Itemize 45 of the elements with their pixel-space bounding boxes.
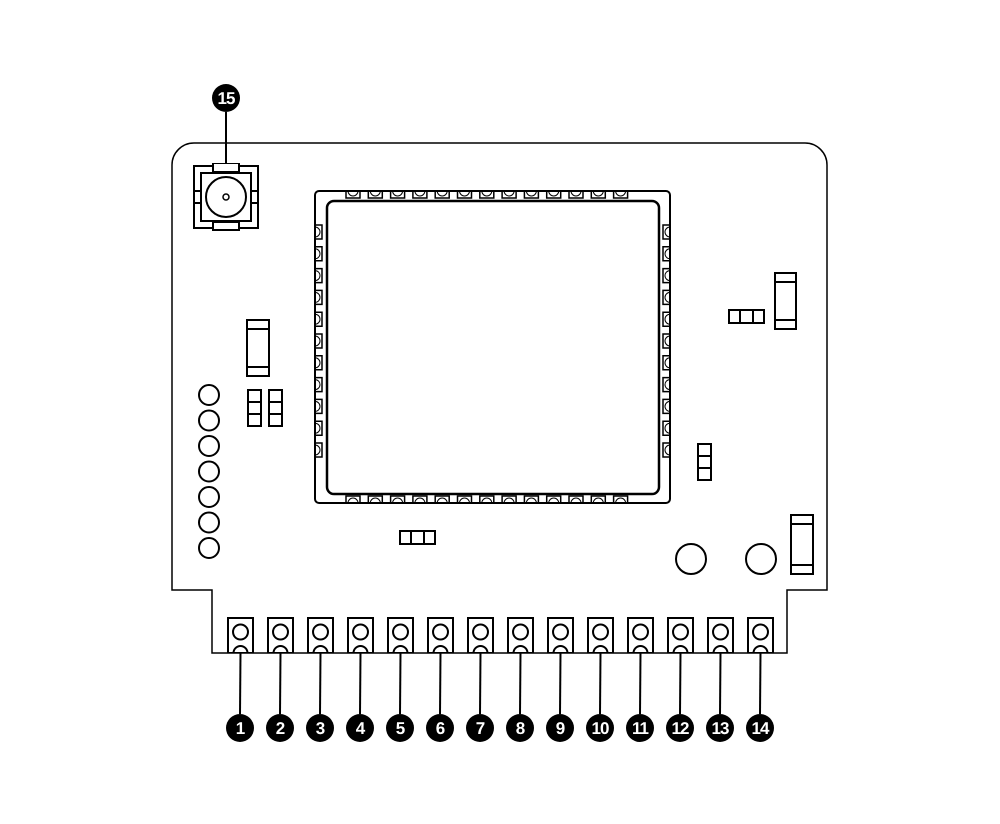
pin-pad xyxy=(307,617,334,653)
leader-line xyxy=(679,653,682,714)
pin-pad xyxy=(267,617,294,653)
callout-number: 9 xyxy=(546,714,574,742)
callout-number: 7 xyxy=(466,714,494,742)
callout-number: 1 xyxy=(226,714,254,742)
pin-pad xyxy=(427,617,454,653)
leader-line xyxy=(599,653,602,714)
pin-pad xyxy=(347,617,374,653)
pin-pad xyxy=(707,617,734,653)
callout-number: 10 xyxy=(586,714,614,742)
leader-line xyxy=(239,653,242,714)
callout-number: 12 xyxy=(666,714,694,742)
leader-line xyxy=(319,653,322,714)
pin-pad xyxy=(747,617,774,653)
callout-number: 6 xyxy=(426,714,454,742)
callout-number: 8 xyxy=(506,714,534,742)
pin-pad xyxy=(667,617,694,653)
pin-pad xyxy=(547,617,574,653)
callout-number: 14 xyxy=(746,714,774,742)
leader-line xyxy=(559,653,562,714)
callout-number: 4 xyxy=(346,714,374,742)
antenna-connector xyxy=(193,163,259,231)
leader-line xyxy=(399,653,402,714)
pin-pad xyxy=(227,617,254,653)
leader-line xyxy=(479,653,482,714)
leader-line xyxy=(439,653,442,714)
callout-number: 11 xyxy=(626,714,654,742)
pin-pad xyxy=(587,617,614,653)
pin-pad xyxy=(507,617,534,653)
pin-pad xyxy=(387,617,414,653)
leader-line xyxy=(719,653,722,714)
leader-line xyxy=(225,112,227,163)
leader-line xyxy=(359,653,362,714)
callout-number: 3 xyxy=(306,714,334,742)
callout-number: 2 xyxy=(266,714,294,742)
pin-pad xyxy=(627,617,654,653)
leader-line xyxy=(519,653,522,714)
leader-line xyxy=(759,653,762,714)
callout-number: 15 xyxy=(212,84,240,112)
callout-number: 13 xyxy=(706,714,734,742)
leader-line xyxy=(279,653,282,714)
pin-pad xyxy=(467,617,494,653)
callout-number: 5 xyxy=(386,714,414,742)
leader-line xyxy=(639,653,642,714)
